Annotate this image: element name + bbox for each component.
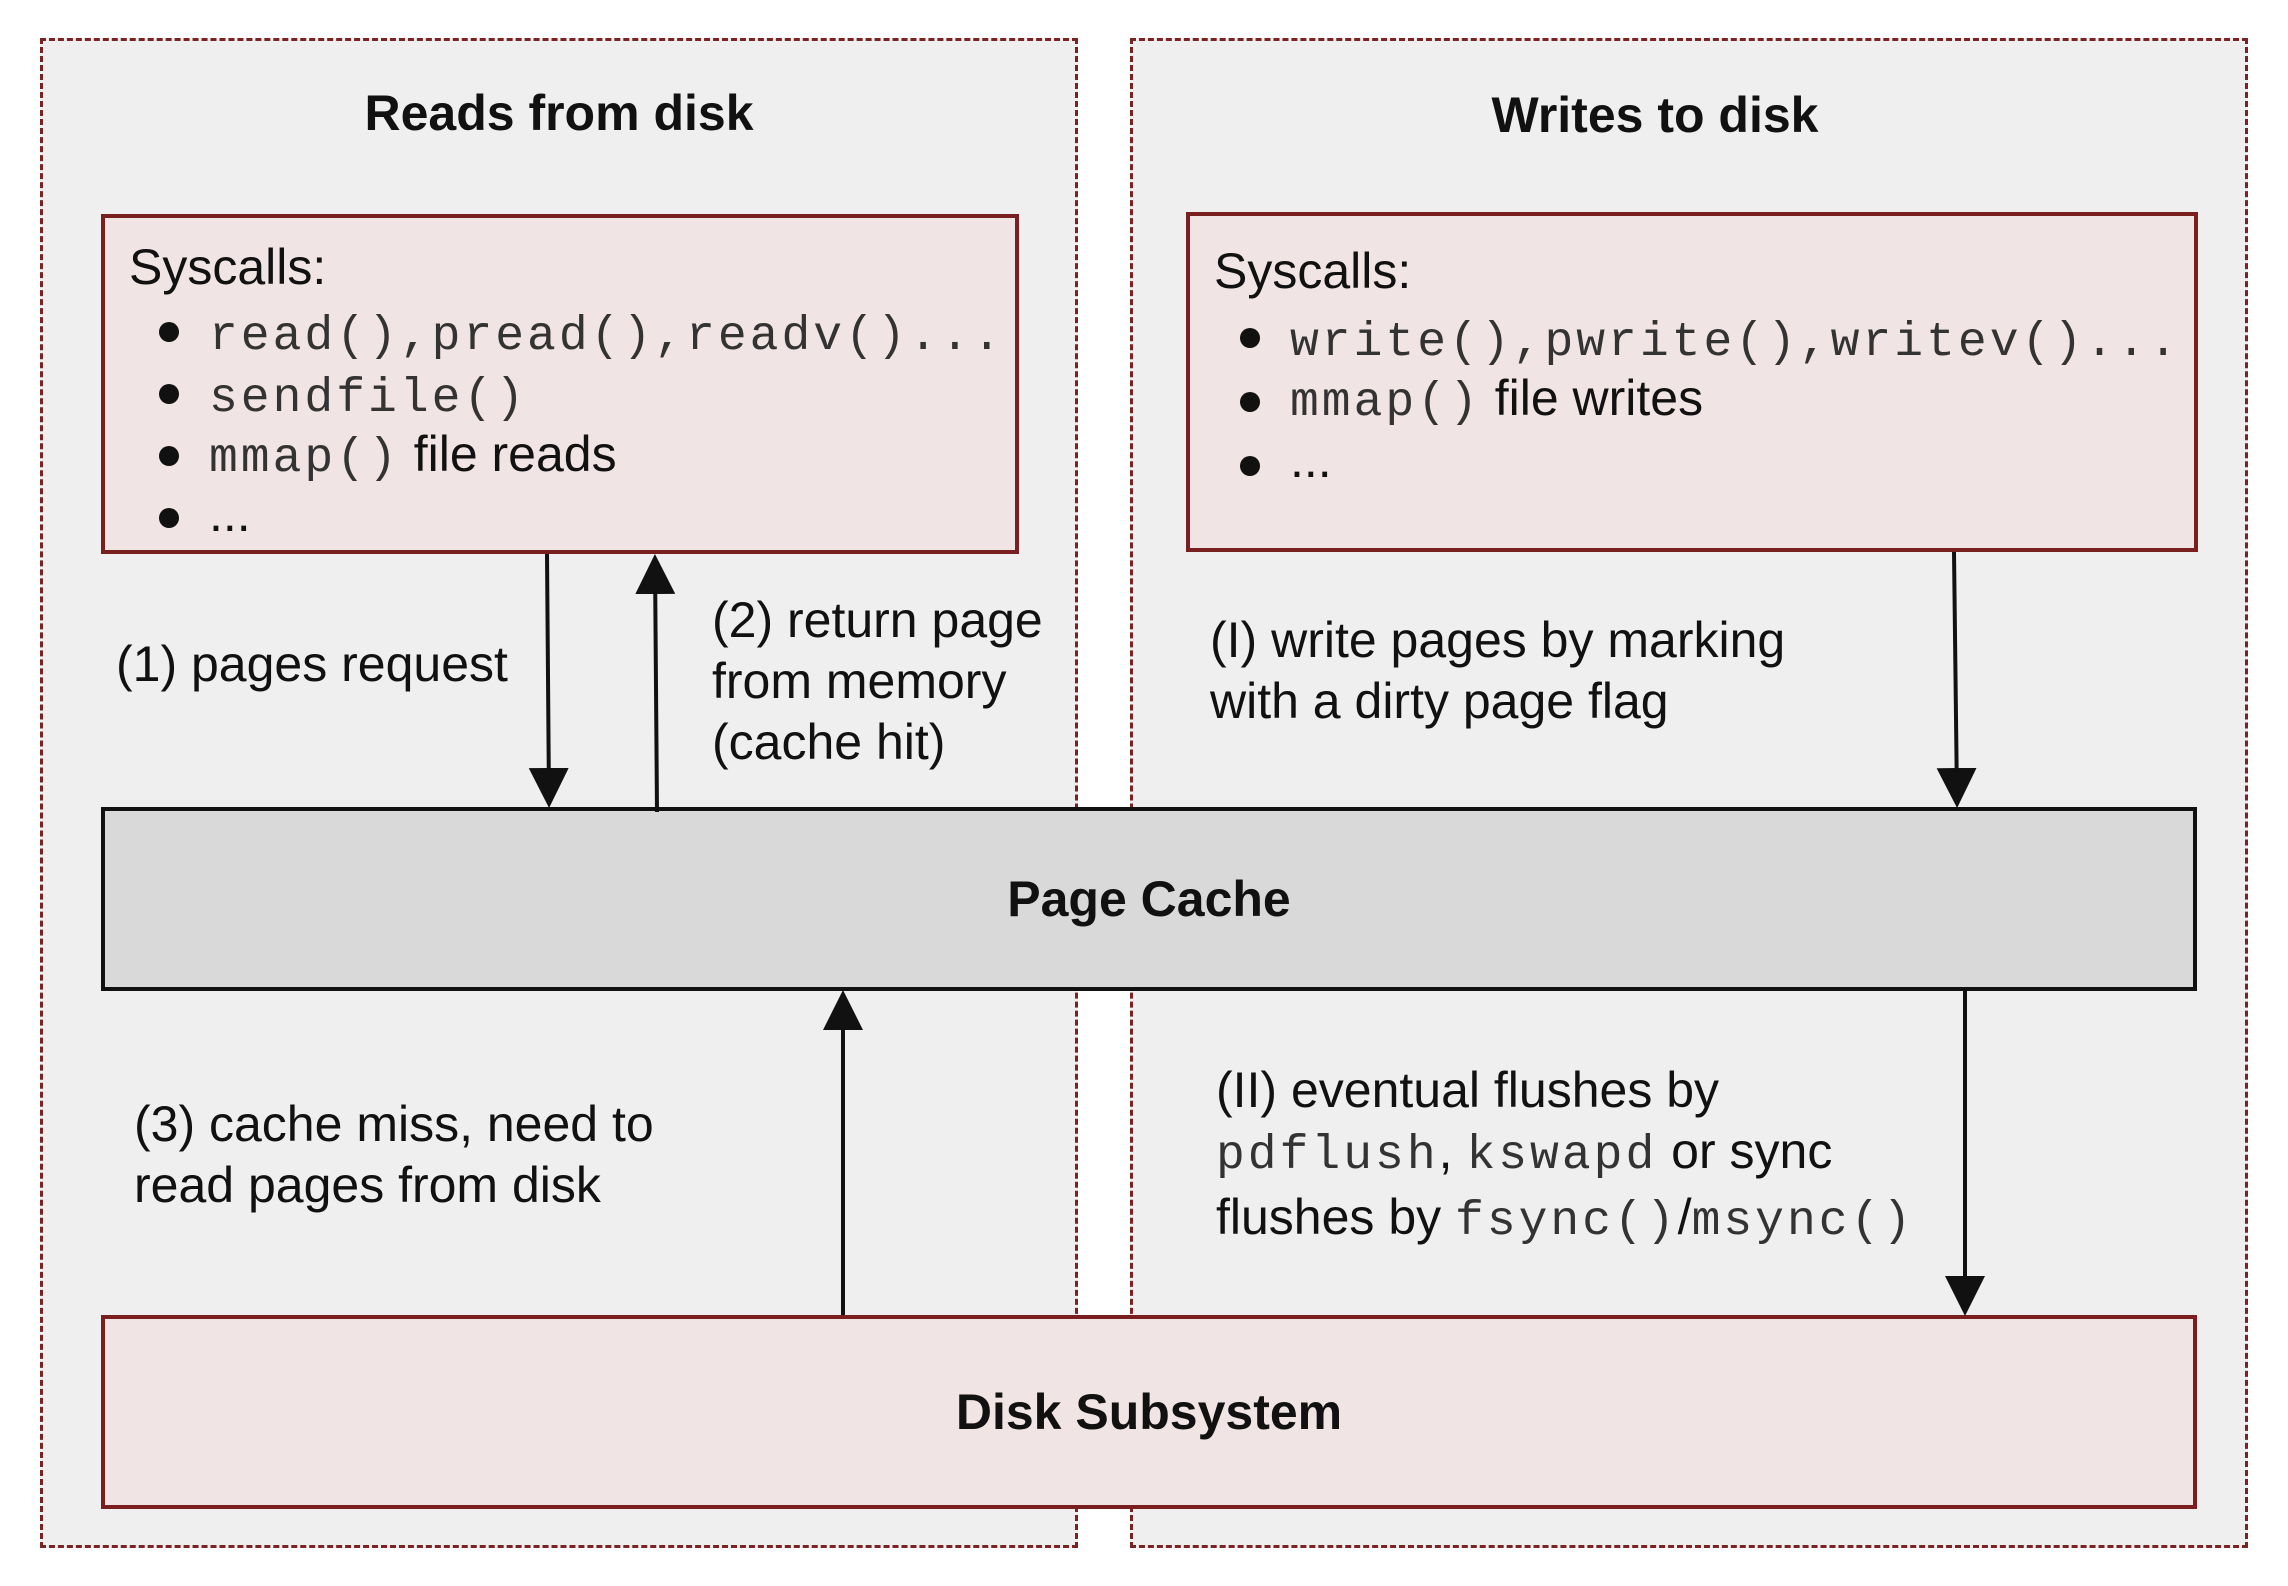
syscall-code: write(),pwrite(),writev()... (1290, 316, 2181, 370)
note-return-page: (2) return page from memory (cache hit) (712, 592, 1043, 770)
reads-syscall-item-1: read(),pread(),readv()... (209, 302, 1004, 367)
syscall-code: mmap() (209, 432, 400, 486)
writes-syscall-item-2: mmap() file writes (1290, 370, 1704, 430)
disk-subsystem: Disk Subsystem (101, 1315, 2197, 1509)
writes-syscall-item-3: ... (1290, 432, 1332, 488)
note-pages-request: (1) pages request (116, 636, 508, 692)
writes-syscalls-heading: Syscalls: (1214, 243, 1412, 299)
syscall-code: read(),pread(),readv()... (209, 310, 1005, 364)
reads-panel-title: Reads from disk (364, 85, 754, 141)
bullet-icon (159, 322, 179, 342)
note-write-pages: (I) write pages by marking with a dirty … (1210, 612, 1786, 729)
reads-syscalls-box: Syscalls: read(),pread(),readv()... send… (101, 214, 1019, 554)
page-cache-label: Page Cache (1007, 871, 1291, 927)
bullet-icon (159, 384, 179, 404)
disk-subsystem-label: Disk Subsystem (955, 1384, 1343, 1440)
syscall-code: sendfile() (209, 372, 528, 426)
writes-syscalls-box: Syscalls: write(),pwrite(),writev()... m… (1186, 212, 2198, 552)
bullet-icon (159, 508, 179, 528)
reads-syscall-item-3: mmap() file reads (209, 426, 617, 486)
bullet-icon (1240, 392, 1260, 412)
arrow-pages-request (528, 553, 569, 808)
reads-syscall-item-2: sendfile() (209, 364, 527, 429)
writes-panel-title: Writes to disk (1491, 87, 1819, 143)
syscall-code: mmap() (1290, 376, 1481, 430)
bullet-icon (1240, 456, 1260, 476)
page-cache: Page Cache (101, 807, 2197, 991)
reads-syscall-item-4: ... (209, 486, 251, 542)
arrow-write-pages (1936, 551, 1977, 808)
bullet-icon (159, 446, 179, 466)
arrow-return-page (635, 554, 676, 813)
note-cache-miss: (3) cache miss, need to read pages from … (134, 1096, 654, 1213)
bullet-icon (1240, 328, 1260, 348)
writes-syscall-item-1: write(),pwrite(),writev()... (1290, 308, 2181, 373)
note-flushes: (II) eventual flushes by pdflush, kswapd… (1216, 1062, 1915, 1249)
reads-syscalls-heading: Syscalls: (129, 239, 327, 295)
